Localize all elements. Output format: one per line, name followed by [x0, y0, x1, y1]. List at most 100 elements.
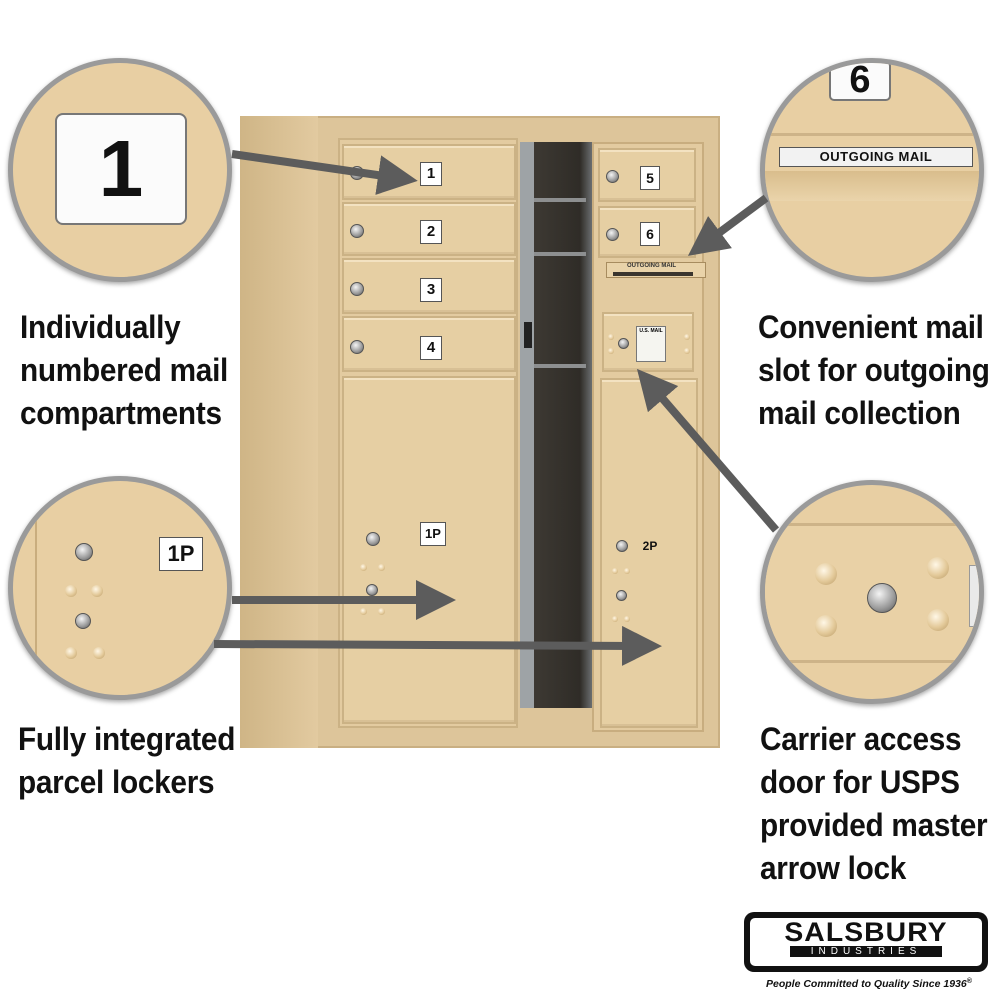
- compartment-number: 3: [420, 278, 442, 302]
- compartment-number: 1: [420, 162, 442, 186]
- zoom-number: 1: [98, 124, 144, 213]
- arrow-lock-icon: [618, 338, 629, 349]
- rivet: [608, 334, 614, 340]
- compartment-door-3[interactable]: 3: [342, 258, 516, 314]
- parcel-number: 1P: [420, 522, 446, 546]
- interior-shelf: [534, 198, 586, 202]
- salsbury-logo: SALSBURY INDUSTRIES: [744, 912, 988, 972]
- compartment-number: 5: [640, 166, 660, 190]
- compartment-door-2[interactable]: 2: [342, 202, 516, 256]
- rivet: [91, 585, 103, 597]
- caption-carrier: Carrier access door for USPS provided ma…: [760, 718, 988, 890]
- logo-tagline: People Committed to Quality Since 1936®: [766, 978, 972, 990]
- slot-label: OUTGOING MAIL: [627, 263, 676, 269]
- rivet: [65, 647, 77, 659]
- lock-icon: [616, 540, 628, 552]
- lock-icon: [606, 170, 619, 183]
- compartment-door-4[interactable]: 4: [342, 316, 516, 372]
- lock-icon: [350, 166, 364, 180]
- interior-shelf: [534, 252, 586, 256]
- rivet: [612, 616, 618, 622]
- logo-sub: INDUSTRIES: [790, 946, 942, 957]
- lock-icon: [616, 590, 627, 601]
- interior-shelf: [534, 364, 586, 368]
- zoom-slot-ledge: [765, 171, 979, 201]
- lock-icon: [350, 340, 364, 354]
- usmail-plate: U.S. MAIL: [636, 326, 666, 362]
- lock-icon: [75, 613, 91, 629]
- zoom-circle-outgoing-mail: 6 OUTGOING MAIL: [760, 58, 984, 282]
- rivet: [624, 568, 630, 574]
- rivet: [624, 616, 630, 622]
- rivet: [378, 564, 385, 571]
- zoom-outgoing-label: OUTGOING MAIL: [779, 147, 973, 167]
- caption-line: door for USPS: [760, 764, 960, 800]
- zoom-circle-parcel-locker: 1P: [8, 476, 232, 700]
- logo-inner: SALSBURY INDUSTRIES: [748, 916, 984, 968]
- rivet: [378, 608, 385, 615]
- caption-line: compartments: [20, 395, 222, 431]
- caption-line: provided master: [760, 807, 988, 843]
- rivet: [65, 585, 77, 597]
- lock-icon: [75, 543, 93, 561]
- carrier-lock-panel[interactable]: U.S. MAIL: [602, 312, 694, 372]
- caption-line: Carrier access: [760, 721, 962, 757]
- trademark: ®: [966, 978, 972, 985]
- lock-icon: [366, 532, 380, 546]
- parcel-number: 2P: [642, 539, 658, 553]
- caption-line: numbered mail: [20, 352, 229, 388]
- usmail-label: U.S. MAIL: [639, 328, 663, 334]
- rivet: [815, 563, 837, 585]
- rivet: [93, 647, 105, 659]
- rivet: [927, 557, 949, 579]
- caption-line: parcel lockers: [18, 764, 215, 800]
- lock-icon: [606, 228, 619, 241]
- interior-latch: [524, 322, 532, 348]
- zoom-number: 6: [849, 59, 871, 101]
- lock-icon: [366, 584, 378, 596]
- parcel-locker-door-2p[interactable]: 2P: [600, 378, 698, 728]
- mailbox-side: [240, 116, 318, 748]
- zoom-number-plate: 1: [55, 113, 187, 225]
- caption-line: Individually: [20, 309, 181, 345]
- rivet: [684, 334, 690, 340]
- caption-parcel: Fully integrated parcel lockers: [18, 718, 235, 804]
- compartment-number: 4: [420, 336, 442, 360]
- rivet: [927, 609, 949, 631]
- zoom-outgoing-text: OUTGOING MAIL: [819, 149, 933, 164]
- rivet: [360, 608, 367, 615]
- zoom-parcel-number: 1P: [159, 537, 203, 571]
- caption-line: arrow lock: [760, 850, 907, 886]
- outgoing-mail-slot[interactable]: OUTGOING MAIL: [606, 262, 706, 278]
- parcel-locker-door-1p[interactable]: 1P: [342, 376, 516, 724]
- lock-icon: [350, 224, 364, 238]
- zoom-divider: [765, 133, 979, 136]
- mailbox-unit: 1 2 3 4 1P 5 6 OUTGOING MAIL: [240, 116, 720, 748]
- tagline-text: People Committed to Quality Since 1936: [766, 978, 967, 990]
- compartment-number: 2: [420, 220, 442, 244]
- zoom-number-plate: 6: [829, 59, 891, 101]
- zoom-circle-compartment-number: 1: [8, 58, 232, 282]
- rivet: [608, 348, 614, 354]
- compartment-door-6[interactable]: 6: [598, 206, 696, 258]
- caption-line: Convenient mail: [758, 309, 984, 345]
- zoom-plate-edge: [969, 565, 979, 627]
- arrow-lock-icon: [867, 583, 897, 613]
- rivet: [684, 348, 690, 354]
- caption-line: slot for outgoing: [758, 352, 990, 388]
- open-interior: [520, 142, 592, 708]
- compartment-door-1[interactable]: 1: [342, 144, 516, 200]
- caption-line: mail collection: [758, 395, 961, 431]
- caption-line: Fully integrated: [18, 721, 236, 757]
- caption-outgoing: Convenient mail slot for outgoing mail c…: [758, 306, 990, 435]
- caption-compartments: Individually numbered mail compartments: [20, 306, 228, 435]
- rivet: [612, 568, 618, 574]
- zoom-circle-carrier-lock: [760, 480, 984, 704]
- zoom-panel-edge: [35, 481, 37, 695]
- logo-name: SALSBURY: [784, 917, 948, 947]
- rivet: [815, 615, 837, 637]
- rivet: [360, 564, 367, 571]
- compartment-door-5[interactable]: 5: [598, 148, 696, 202]
- lock-icon: [350, 282, 364, 296]
- compartment-number: 6: [640, 222, 660, 246]
